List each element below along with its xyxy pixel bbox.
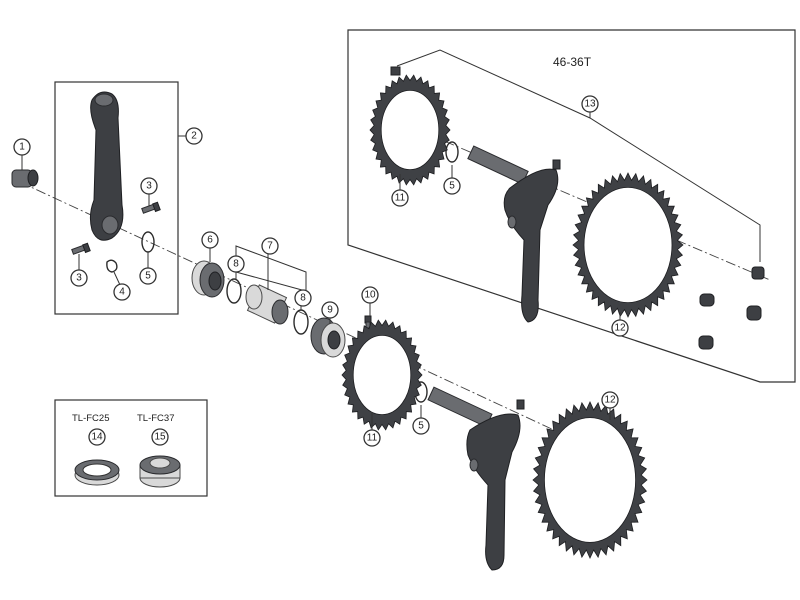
tool-code-label: TL-FC25: [72, 413, 109, 424]
o-ring-icon: [141, 231, 155, 253]
svg-text:10: 10: [364, 290, 376, 301]
inner-chainring-icon-2: [341, 319, 423, 431]
callout-14: 14: [88, 428, 106, 446]
callout-4: 4: [113, 283, 131, 301]
outer-chainring-icon-2: [532, 401, 648, 559]
crank-arm-bolt-icon-2: [71, 242, 91, 255]
callout-5-lower: 5: [412, 417, 430, 435]
svg-text:4: 4: [119, 287, 125, 298]
inner-chainring-icon: [369, 74, 451, 186]
crank-arm-bolt-icon: [141, 201, 161, 214]
callout-5: 5: [139, 267, 157, 285]
svg-text:3: 3: [146, 181, 152, 192]
crank-fixing-bolt-icon: [11, 169, 39, 188]
svg-text:5: 5: [449, 181, 455, 192]
svg-text:14: 14: [91, 432, 103, 443]
callout-13: 13: [581, 95, 599, 113]
svg-text:7: 7: [267, 241, 273, 252]
stopper-plate-icon: [106, 259, 118, 273]
bb-cup-right-icon: [310, 317, 346, 358]
callout-9: 9: [321, 301, 339, 319]
bb-cup-left-icon: [191, 260, 225, 298]
svg-text:9: 9: [327, 305, 333, 316]
svg-text:8: 8: [300, 293, 306, 304]
callout-11-upper: 11: [391, 189, 409, 207]
svg-text:2: 2: [191, 131, 197, 142]
tool-tl-fc37-icon: [139, 455, 181, 488]
callout-11-lower: 11: [363, 429, 381, 447]
svg-text:12: 12: [604, 395, 616, 406]
callout-8: 8: [227, 255, 245, 273]
inner-cover-sleeve-icon: [245, 284, 289, 325]
variant-label: 46-36T: [553, 55, 592, 69]
svg-text:1: 1: [19, 142, 25, 153]
svg-text:11: 11: [395, 193, 406, 204]
outer-chainring-icon: [572, 172, 684, 318]
spacer-ring-icon-2: [293, 309, 309, 335]
svg-text:15: 15: [154, 432, 166, 443]
callout-5-upper: 5: [443, 177, 461, 195]
callout-3: 3: [140, 177, 158, 195]
svg-text:5: 5: [418, 421, 424, 432]
svg-text:8: 8: [233, 259, 239, 270]
tools-frame: [54, 399, 208, 497]
callout-1: 1: [13, 138, 31, 156]
right-crank-arm-icon-2: [427, 386, 525, 571]
leader-lines: [21, 49, 761, 430]
o-ring-icon-2: [445, 141, 459, 163]
callout-12-lower: 12: [601, 391, 619, 409]
callout-8-right: 8: [294, 289, 312, 307]
callout-7: 7: [261, 237, 279, 255]
tool-tl-fc25-icon: [74, 459, 120, 486]
svg-text:5: 5: [145, 271, 151, 282]
callout-15: 15: [151, 428, 169, 446]
callout-6: 6: [201, 231, 219, 249]
svg-text:13: 13: [584, 99, 596, 110]
svg-text:11: 11: [367, 433, 378, 444]
variant-group-frame: [347, 29, 796, 383]
svg-text:6: 6: [207, 235, 213, 246]
callout-12-upper: 12: [611, 319, 629, 337]
callout-3-lower: 3: [70, 269, 88, 287]
tool-code-label-2: TL-FC37: [137, 413, 174, 424]
svg-text:12: 12: [614, 323, 626, 334]
svg-text:3: 3: [76, 273, 82, 284]
left-crank-arm-icon: [89, 91, 124, 241]
callout-10: 10: [361, 286, 379, 304]
right-crank-arm-icon: [467, 145, 561, 323]
chainring-nut-icon: [390, 66, 765, 350]
left-crank-group-frame: [54, 81, 179, 315]
main-assembly-axis: [19, 181, 641, 471]
callout-2: 2: [185, 127, 203, 145]
spacer-ring-icon: [226, 278, 242, 304]
